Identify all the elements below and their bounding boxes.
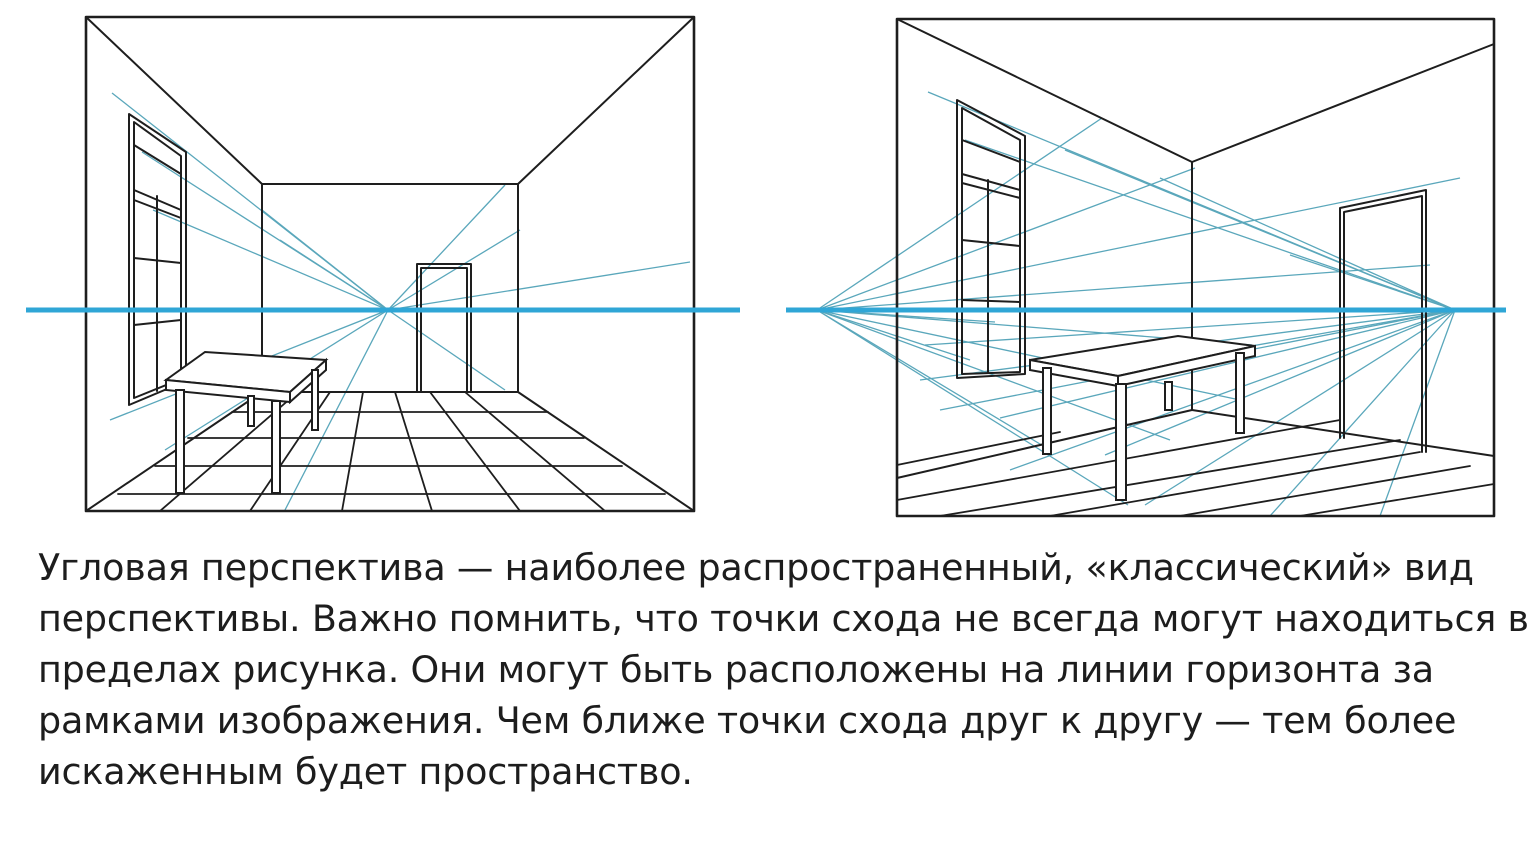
side-window-two: [956, 99, 1026, 379]
table-one-point: [163, 350, 329, 494]
perspective-figure: [26, 15, 1506, 518]
caption-line: искаженным будет пространство.: [38, 750, 693, 793]
right-vanishing-guides: [919, 91, 1456, 517]
caption-line: Угловая перспектива — наиболее распростр…: [38, 546, 1474, 589]
back-door: [416, 263, 472, 393]
corner-edges: [896, 18, 1495, 479]
caption-line: пределах рисунка. Они могут быть располо…: [38, 648, 1434, 691]
right-frame: [895, 17, 1496, 518]
left-frame: [84, 15, 696, 513]
one-point-perspective-drawing: [84, 15, 696, 513]
side-window: [128, 113, 187, 406]
caption-line: рамками изображения. Чем ближе точки схо…: [38, 699, 1457, 742]
caption-line: перспективы. Важно помнить, что точки сх…: [38, 597, 1529, 640]
floorboards: [896, 419, 1495, 517]
floor-grid: [117, 391, 666, 512]
two-point-perspective-drawing: [816, 17, 1496, 518]
one-point-guide-lines: [109, 92, 691, 511]
caption-paragraph: Угловая перспектива — наиболее распростр…: [38, 542, 1529, 797]
back-wall: [261, 183, 519, 393]
right-door: [1339, 189, 1427, 453]
table-two-point: [1029, 334, 1256, 501]
